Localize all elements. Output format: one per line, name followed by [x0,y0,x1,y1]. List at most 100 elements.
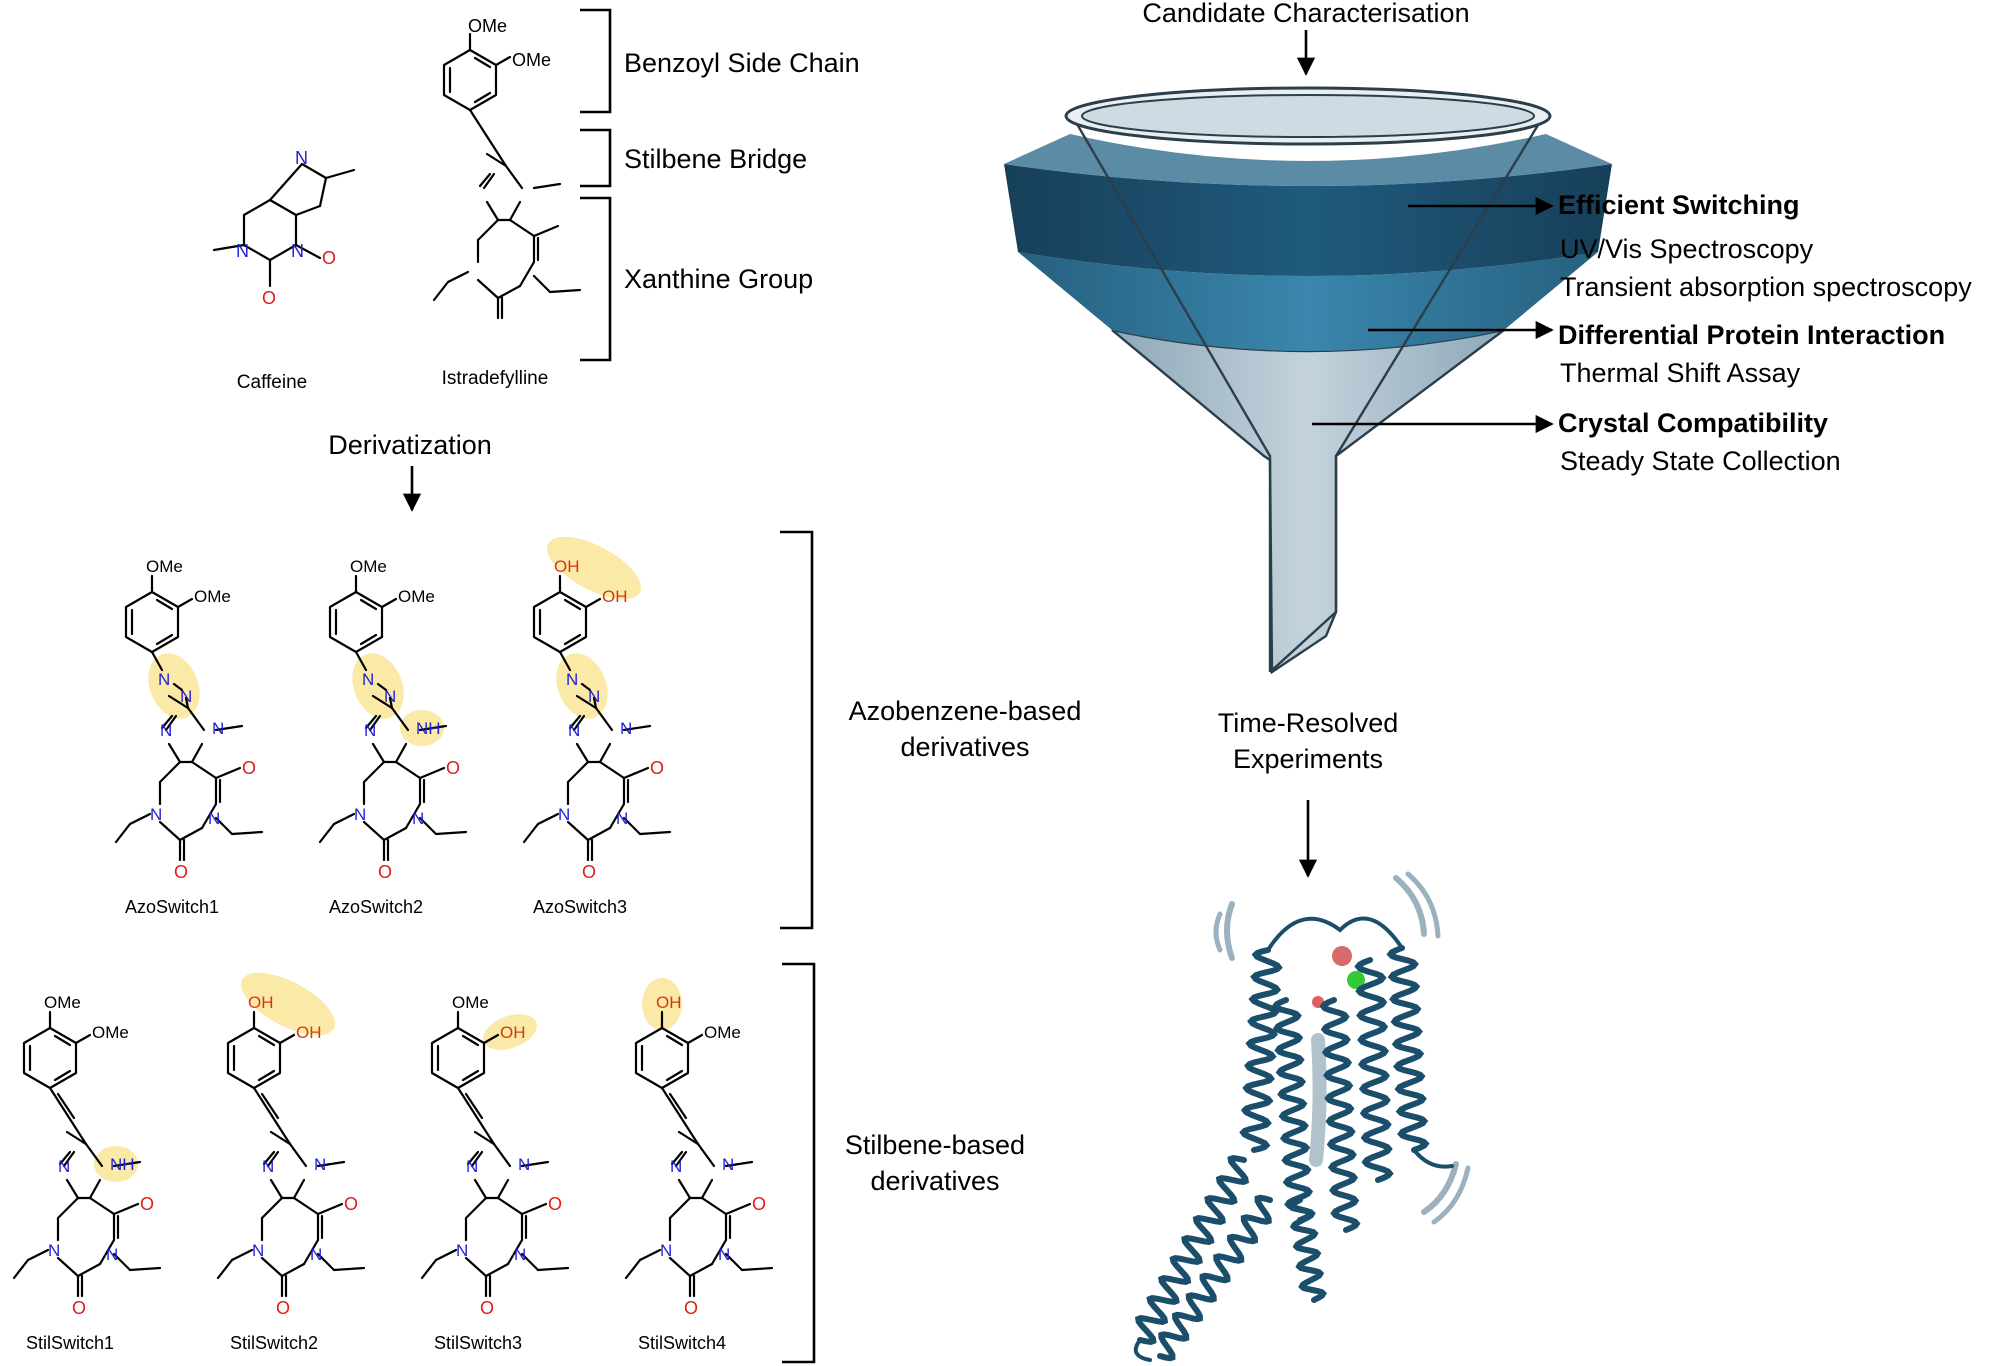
highlight-catechol [546,536,642,600]
benzene-ring [430,1010,500,1090]
atom-o: O [174,862,188,882]
criterion-2-line-1: Thermal Shift Assay [1560,358,1801,388]
xanthine-core [216,1130,366,1298]
azo-n: N [158,670,170,689]
methoxy-label: OMe [468,16,507,36]
atom-o: O [582,862,596,882]
istradefylline-label: Istradefylline [442,368,549,389]
stilbene-bridge-label: Stilbene Bridge [624,144,807,174]
azo-n: N [588,687,600,706]
caffeine-label: Caffeine [237,372,307,393]
substituent-para: OMe [44,993,81,1012]
atom-n: N [48,1241,60,1260]
benzene-ring [328,574,398,654]
atom-o: O [480,1298,494,1318]
highlight-nh [94,1146,138,1182]
substituent-para: OMe [146,557,183,576]
substituent-meta: OH [500,1023,526,1042]
atom-n: N [106,1245,118,1264]
substituent-para: OH [248,993,274,1012]
substituent-meta: OMe [704,1023,741,1042]
atom-n: N [670,1157,682,1176]
xanthine-group-label: Xanthine Group [624,264,813,294]
atom-n: N [412,809,424,828]
xanthine-core [624,1130,774,1298]
atom-n: N [364,721,376,740]
substituent-meta: OH [602,587,628,606]
molecule-name: StilSwitch4 [638,1333,726,1353]
atom-n: N [252,1241,264,1260]
atom-n7: N [314,1155,326,1174]
istradefylline-structure: OMe OMe [432,16,582,320]
criterion-1-line-2: Transient absorption spectroscopy [1560,272,1972,302]
protein-structure [1133,871,1471,1362]
azo-n: N [180,687,192,706]
output-label-line1: Time-Resolved [1218,708,1399,738]
criterion-efficient-switching: Efficient Switching [1558,190,1800,220]
molecule-name: AzoSwitch1 [125,897,219,917]
atom-o: O [548,1194,562,1214]
substituent-para: OMe [452,993,489,1012]
atom-n7: N [722,1155,734,1174]
criterion-protein-interaction: Differential Protein Interaction [1558,320,1945,350]
azo-n: N [384,687,396,706]
atom-n: N [262,1157,274,1176]
atom-n7: N [518,1155,530,1174]
atom-n: N [466,1157,478,1176]
substituent-meta: OMe [92,1023,129,1042]
atom-n7: N [620,719,632,738]
xanthine-core [12,1130,162,1298]
azo-n: N [566,670,578,689]
substituent-para: OH [656,993,682,1012]
atom-n: N [660,1241,672,1260]
atom-n7: N [212,719,224,738]
derivatization-label: Derivatization [328,430,492,460]
molecule-name: StilSwitch2 [230,1333,318,1353]
atom-o: O [322,248,336,268]
atom-o: O [650,758,664,778]
protein-loop [1266,916,1404,952]
atom-n: N [568,721,580,740]
atom-n: N [514,1245,526,1264]
xanthine-core [420,1130,570,1298]
atom-n: N [295,148,308,168]
atom-n: N [310,1245,322,1264]
atom-n: N [718,1245,730,1264]
atom-o: O [344,1194,358,1214]
substituent-meta: OMe [398,587,435,606]
atom-o: O [262,288,276,308]
atom-n: N [160,721,172,740]
molecule-name: StilSwitch3 [434,1333,522,1353]
atom-o: O [378,862,392,882]
atom-n: N [291,241,304,261]
atom-n: N [58,1157,70,1176]
funnel-title: Candidate Characterisation [1142,0,1469,28]
benzoyl-side-chain-label: Benzoyl Side Chain [624,48,860,78]
atom-n: N [558,805,570,824]
atom-o: O [72,1298,86,1318]
benzene-ring [124,574,194,654]
atom-n: N [354,805,366,824]
molecule-name: AzoSwitch3 [533,897,627,917]
highlight-azo [148,653,200,719]
highlight-hydroxyl [642,978,682,1030]
atom-o: O [276,1298,290,1318]
atom-o: O [684,1298,698,1318]
protein-helix [1134,1155,1250,1345]
criterion-crystal-compatibility: Crystal Compatibility [1558,408,1828,438]
xanthine-core [114,694,264,862]
caffeine-structure: N N N O O [212,148,356,308]
highlight-hydroxyl [483,1014,537,1050]
azo-group-label-line1: Azobenzene-based [849,696,1082,726]
atom-o: O [242,758,256,778]
substituent-para: OH [554,557,580,576]
atom-o: O [752,1194,766,1214]
protein-loop [1133,1338,1152,1362]
